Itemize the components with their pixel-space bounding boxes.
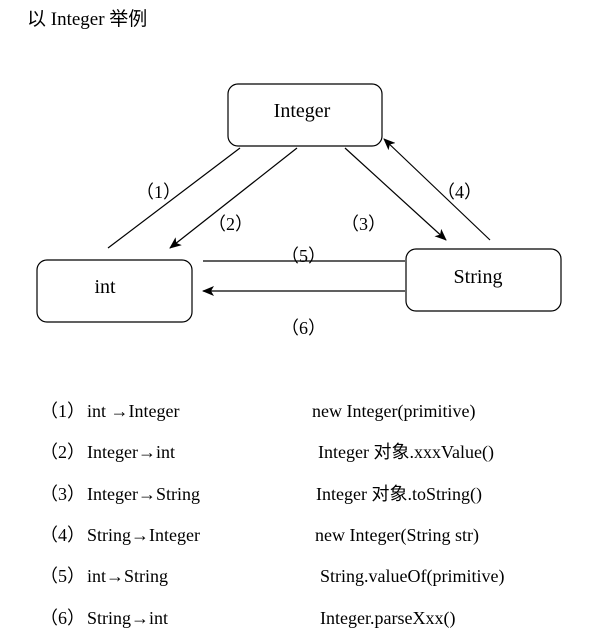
edge-1-label: （1） — [136, 182, 181, 202]
conversion-diagram: Integer int String （1） （2） （3） （4） （5） （… — [36, 83, 562, 338]
row-number: （4） — [40, 525, 85, 545]
edge-3-label: （3） — [341, 214, 386, 234]
row-method: Integer.parseXxx() — [320, 608, 456, 628]
row-method: new Integer(String str) — [315, 525, 479, 545]
integer-node: Integer — [227, 83, 383, 147]
row-method: Integer 对象.toString() — [316, 484, 482, 504]
edge-4-label: （4） — [437, 182, 482, 202]
edge-2-arrow — [169, 147, 298, 249]
conversion-row: （3） Integer→String Integer 对象.toString() — [0, 479, 589, 509]
row-number: （1） — [40, 401, 85, 421]
conversion-row: （2） Integer→int Integer 对象.xxxValue() — [0, 437, 589, 467]
row-conversion: int→String — [87, 566, 169, 586]
edge-2-label: （2） — [208, 214, 253, 234]
string-node-label: String — [454, 266, 503, 288]
edge-3-arrow — [344, 147, 447, 241]
row-conversion: Integer→int — [87, 442, 175, 462]
edge-6-label: （6） — [281, 318, 326, 338]
row-method: String.valueOf(primitive) — [320, 566, 505, 586]
edge-5-label: （5） — [281, 246, 326, 266]
row-number: （6） — [40, 608, 85, 628]
int-node-label: int — [94, 276, 116, 298]
page-heading: 以 Integer 举例 — [27, 9, 148, 30]
row-number: （5） — [40, 566, 85, 586]
integer-node-label: Integer — [274, 100, 331, 122]
conversion-row: （6） String→int Integer.parseXxx() — [0, 603, 589, 633]
row-conversion: int →Integer — [87, 401, 180, 421]
conversion-row: （1） int →Integer new Integer(primitive) — [0, 396, 589, 426]
edge-1-line — [107, 147, 241, 249]
row-method: new Integer(primitive) — [312, 401, 476, 421]
row-conversion: Integer→String — [87, 484, 200, 504]
string-node: String — [405, 248, 562, 312]
int-node: int — [36, 259, 193, 323]
conversion-row: （4） String→Integer new Integer(String st… — [0, 520, 589, 550]
row-conversion: String→Integer — [87, 525, 200, 545]
conversion-row: （5） int→String String.valueOf(primitive) — [0, 561, 589, 591]
row-method: Integer 对象.xxxValue() — [318, 442, 494, 462]
edge-4-arrow — [383, 138, 491, 241]
row-conversion: String→int — [87, 608, 169, 628]
row-number: （3） — [40, 484, 85, 504]
row-number: （2） — [40, 442, 85, 462]
